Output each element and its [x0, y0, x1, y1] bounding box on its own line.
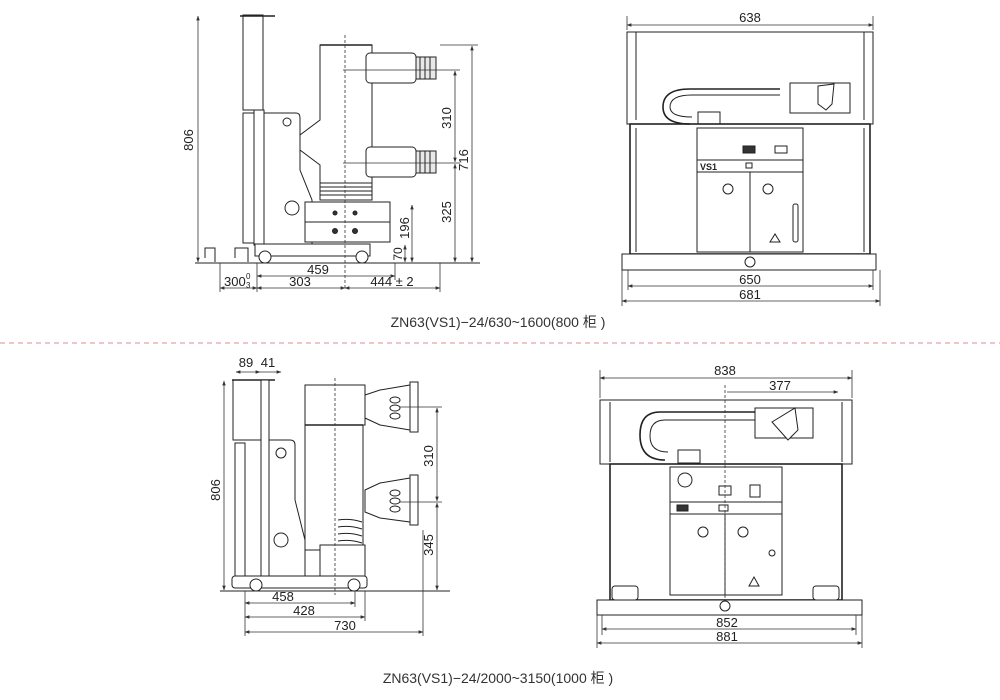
dim-838: 838 [714, 363, 736, 378]
handle [792, 203, 799, 243]
dim-325: 325 [439, 201, 454, 223]
front-view-800: VS1 638 650 681 [621, 10, 881, 306]
bellows [320, 182, 372, 196]
dim-806: 806 [208, 479, 223, 501]
close-button-knob [722, 183, 734, 195]
dim-881: 881 [716, 629, 738, 644]
dim-310: 310 [421, 445, 436, 467]
lower-contact-arm [365, 146, 437, 178]
dim-730: 730 [334, 618, 356, 633]
dim-310: 310 [439, 107, 454, 129]
dim-89: 89 [239, 355, 253, 370]
dim-300-tol-lower: 3 [246, 281, 251, 290]
dim-300-tol-upper: 0 [246, 272, 251, 281]
dim-196: 196 [397, 217, 412, 239]
warning-triangle-icon [769, 233, 781, 243]
bellows [337, 518, 363, 544]
dim-300: 300 [224, 274, 246, 289]
dim-716: 716 [456, 149, 471, 171]
side-view-800: 806 310 325 716 196 70 459 300 0 3 303 4… [181, 14, 480, 292]
warning-triangle-icon [748, 575, 760, 587]
dim-459: 459 [307, 262, 329, 277]
dim-428: 428 [293, 603, 315, 618]
lower-contact-arm [364, 474, 419, 526]
caption-1000: ZN63(VS1)−24/2000~3150(1000 柜 ) [383, 670, 613, 686]
front-view-1000: 838 377 852 881 [596, 363, 863, 648]
dim-650: 650 [739, 272, 761, 287]
dim-806: 806 [181, 129, 196, 151]
dim-41: 41 [261, 355, 275, 370]
dim-70: 70 [391, 247, 405, 261]
close-button-knob [697, 526, 709, 538]
side-view-1000: 89 41 806 310 345 458 428 730 [208, 355, 450, 636]
indicator-window [749, 484, 761, 498]
dim-377: 377 [769, 378, 791, 393]
indicator-window [774, 145, 788, 154]
dim-444: 444 ± 2 [370, 274, 413, 289]
upper-contact-arm [365, 52, 437, 84]
wheel [347, 578, 361, 592]
open-button-knob [762, 183, 774, 195]
wheel [249, 578, 263, 592]
wheel [355, 250, 369, 264]
panel-label-vs1: VS1 [700, 162, 717, 172]
dim-303: 303 [289, 274, 311, 289]
dim-638: 638 [739, 10, 761, 25]
dim-681: 681 [739, 287, 761, 302]
caption-800: ZN63(VS1)−24/630~1600(800 柜 ) [391, 314, 606, 330]
dim-345: 345 [421, 534, 436, 556]
dim-458: 458 [272, 589, 294, 604]
dim-852: 852 [716, 615, 738, 630]
open-button-knob [737, 526, 749, 538]
indicator-window [742, 145, 756, 154]
wheel [258, 250, 272, 264]
